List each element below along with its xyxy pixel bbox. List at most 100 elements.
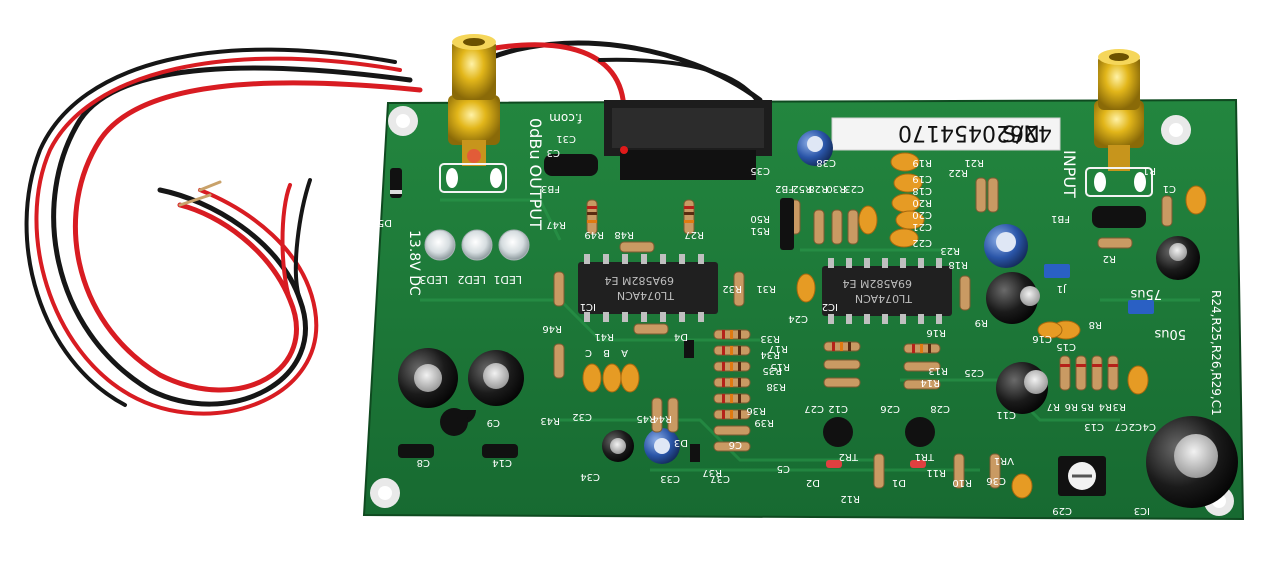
- component-label: C: [585, 347, 592, 358]
- component-label: C35: [750, 165, 770, 176]
- component-label: R19: [912, 157, 932, 168]
- component-label: R3: [1113, 401, 1126, 412]
- component-label: C18: [912, 185, 932, 196]
- component-label: TR2: [839, 451, 859, 462]
- led-label: LED3: [419, 273, 448, 286]
- component-label: A: [621, 347, 628, 358]
- silkscreen-labels: 0dBu OUTPUT INPUT 13.8V DC f.com 75us 50…: [406, 111, 1223, 416]
- input-label: INPUT: [1060, 150, 1079, 198]
- component-label: R10: [952, 477, 972, 488]
- trimmer-potentiometer: [1058, 456, 1106, 496]
- component-label: R17: [768, 343, 788, 354]
- component-label: C22: [912, 237, 932, 248]
- electrolytic-capacitors: [398, 130, 1238, 508]
- component-label: C33: [660, 473, 680, 484]
- component-label: C13: [1084, 421, 1104, 432]
- component-label: FB1: [1051, 213, 1070, 224]
- component-label: R34: [760, 349, 780, 360]
- mode-label-75us: 75us: [1130, 286, 1162, 301]
- component-label: C34: [580, 471, 600, 482]
- component-label: R4: [1099, 401, 1112, 412]
- component-label: R37: [702, 467, 722, 478]
- component-label: C36: [986, 475, 1006, 486]
- output-label: 0dBu OUTPUT: [526, 118, 545, 230]
- component-label: FB2: [775, 183, 794, 194]
- component-label: R1: [1143, 165, 1156, 176]
- component-label: C11: [996, 409, 1016, 420]
- component-label: R21: [964, 157, 984, 168]
- component-label: VR1: [994, 455, 1014, 466]
- component-label: D1: [892, 477, 906, 488]
- component-label: R33: [760, 333, 780, 344]
- component-label: C27: [804, 403, 824, 414]
- component-label: D5: [378, 217, 392, 228]
- component-label: R15: [770, 361, 790, 372]
- component-label: R2: [1103, 253, 1116, 264]
- component-label: IC2: [822, 301, 838, 312]
- component-label: R46: [542, 323, 562, 334]
- component-label: C3: [547, 147, 560, 158]
- serial-label: S/N: [1002, 123, 1040, 148]
- component-label: D2: [806, 477, 820, 488]
- component-label: R5: [1081, 401, 1094, 412]
- component-label: R47: [546, 219, 566, 230]
- component-label: C32: [572, 411, 592, 422]
- component-label: R14: [920, 377, 940, 388]
- component-label: C15: [1056, 341, 1076, 352]
- component-label: R7: [1047, 401, 1060, 412]
- url-fragment: f.com: [549, 111, 582, 125]
- component-labels: D5C3C31FB3C35C38FB2R52R28R30C23C19C18R19…: [378, 133, 1176, 516]
- op-amp-ic-left: [578, 254, 718, 322]
- component-label: R50: [750, 213, 770, 224]
- component-label: D4: [674, 331, 688, 342]
- component-label: C1: [1163, 183, 1176, 194]
- component-label: R41: [594, 331, 614, 342]
- component-label: C29: [1052, 505, 1072, 516]
- component-label: R23: [940, 245, 960, 256]
- power-cable-red-black: [24, 40, 763, 416]
- component-label: C7: [1115, 421, 1128, 432]
- printed-circuit-board: [362, 98, 1245, 521]
- component-label: C4: [1143, 421, 1156, 432]
- ic-marking: TL074ACN: [855, 292, 913, 305]
- serial-number-sticker: [831, 117, 1061, 151]
- rca-jack-output: [439, 34, 507, 193]
- component-label: R8: [1089, 319, 1102, 330]
- component-label: R48: [614, 229, 634, 240]
- component-label: C25: [964, 367, 984, 378]
- component-label: C19: [912, 173, 932, 184]
- component-label: C20: [912, 209, 932, 220]
- mode-label-50us: 50us: [1154, 326, 1186, 341]
- component-label: R31: [756, 283, 776, 294]
- component-label: R18: [948, 259, 968, 270]
- mounting-hole: [388, 106, 418, 136]
- resistors: [553, 177, 1173, 489]
- rca-jack-input: [1085, 49, 1153, 197]
- component-label: R11: [926, 467, 946, 478]
- component-label: IC3: [1134, 505, 1150, 516]
- component-label: R52: [792, 183, 812, 194]
- component-label: C37: [710, 473, 730, 484]
- component-label: R6: [1065, 401, 1078, 412]
- component-label: B: [603, 347, 610, 358]
- component-label: R9: [975, 317, 988, 328]
- component-label: R36: [746, 405, 766, 416]
- component-label: TR1: [915, 451, 935, 462]
- component-label: C23: [844, 183, 864, 194]
- component-label: IC1: [580, 301, 596, 312]
- component-label: C5: [777, 463, 790, 474]
- component-label: C8: [417, 457, 430, 468]
- component-label: C16: [1032, 333, 1052, 344]
- component-label: R44: [652, 413, 672, 424]
- component-label: R22: [948, 167, 968, 178]
- ic-marking: 69A582M E4: [843, 277, 912, 290]
- component-label: R39: [754, 417, 774, 428]
- component-label: C21: [912, 221, 932, 232]
- diodes-and-transistors: [390, 154, 1154, 468]
- serial-number-text: 42620454170: [898, 120, 1052, 145]
- ic-marking: TL074ACN: [617, 289, 675, 302]
- component-label: FB3: [541, 183, 560, 194]
- led-label: LED1: [493, 273, 522, 286]
- component-label: D3: [674, 437, 688, 448]
